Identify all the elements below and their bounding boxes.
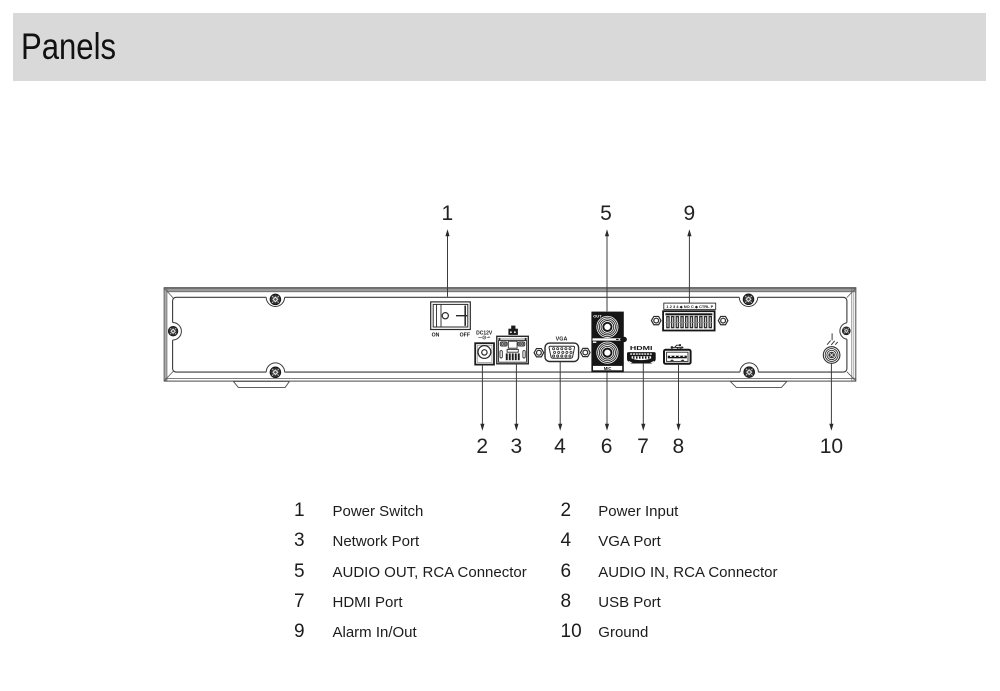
callout-num-5: 5: [600, 202, 612, 225]
hdmi-port: [627, 352, 656, 364]
callout-num-6: 6: [601, 435, 613, 458]
legend-label: VGA Port: [598, 533, 661, 551]
legend-row: 9 Alarm In/Out 10 Ground: [294, 621, 648, 643]
network-port: [496, 335, 529, 365]
legend-row: 7 HDMI Port 8 USB Port: [294, 591, 661, 613]
legend-row: 1 Power Switch 2 Power Input: [294, 500, 678, 522]
legend-label: Network Port: [332, 533, 420, 551]
legend-num: 9: [294, 621, 305, 643]
legend-label: Power Input: [598, 502, 679, 520]
legend-row: 5 AUDIO OUT, RCA Connector 6 AUDIO IN, R…: [294, 561, 778, 583]
callout-num-2: 2: [476, 435, 488, 458]
legend-label: Ground: [598, 624, 649, 642]
legend-num: 10: [560, 621, 582, 643]
callout-num-4: 4: [554, 435, 566, 458]
ground-icon: [826, 333, 839, 346]
legend-label: Power Switch: [332, 502, 424, 520]
legend-label: Alarm In/Out: [332, 624, 417, 642]
power-switch-on-label: ON: [432, 333, 440, 339]
header-band: [13, 13, 986, 81]
legend-num: 6: [560, 560, 572, 582]
callouts: 1 5 9 2 3 4 6 7 8 10: [441, 202, 843, 458]
legend-num: 3: [294, 530, 305, 552]
page-title: Panels: [20, 25, 116, 67]
callout-num-10: 10: [820, 435, 843, 458]
legend-num: 2: [560, 499, 572, 521]
panel-screws: [167, 293, 851, 379]
arrowhead-icon: [676, 423, 681, 431]
dc-polarity-icon: [478, 335, 491, 340]
vga-port: [544, 342, 580, 363]
arrowhead-icon: [641, 423, 646, 431]
power-switch-off-label: OFF: [460, 333, 470, 339]
legend-label: AUDIO OUT, RCA Connector: [332, 563, 527, 581]
dc-jack: [474, 342, 495, 366]
legend-label: HDMI Port: [332, 594, 403, 611]
arrowhead-icon: [687, 229, 692, 237]
ground-screw: [822, 346, 841, 364]
arrowhead-icon: [514, 423, 519, 431]
arrowhead-icon: [604, 229, 610, 237]
arrowhead-icon: [445, 229, 450, 237]
alarm-terminal: 1 2 3 4 ◆ NO C ◆ CTRL P: [662, 302, 717, 332]
arrowhead-icon: [829, 423, 834, 431]
legend-num: 8: [560, 591, 572, 612]
right-foot: [729, 380, 788, 388]
hdmi-logo: HDMI: [630, 346, 653, 352]
dc12v-label: DC12V: [476, 330, 493, 336]
legend-num: 7: [294, 591, 305, 612]
ethernet-icon: [508, 325, 518, 335]
callout-num-1: 1: [441, 202, 453, 225]
callout-num-8: 8: [673, 435, 685, 458]
legend-label: USB Port: [598, 594, 661, 611]
left-foot: [232, 380, 291, 388]
callout-num-9: 9: [683, 202, 695, 225]
audio-block: OUT MIC: [591, 311, 627, 373]
audio-out-label: OUT: [593, 314, 602, 319]
callout-num-7: 7: [637, 435, 649, 458]
usb-port: [663, 348, 692, 365]
power-switch: [430, 301, 471, 331]
mic-label: MIC: [604, 366, 612, 371]
arrowhead-icon: [604, 423, 610, 431]
legend-num: 5: [294, 560, 305, 582]
legend-num: 1: [294, 499, 305, 521]
vga-label: VGA: [556, 337, 568, 343]
callout-num-3: 3: [510, 435, 522, 458]
legend-num: 4: [560, 530, 572, 552]
alarm-strip-label: 1 2 3 4 ◆ NO C ◆ CTRL P: [666, 305, 714, 309]
legend-label: AUDIO IN, RCA Connector: [598, 563, 778, 581]
legend-row: 3 Network Port 4 VGA Port: [294, 530, 661, 552]
arrowhead-icon: [558, 423, 563, 431]
arrowhead-icon: [480, 423, 485, 431]
